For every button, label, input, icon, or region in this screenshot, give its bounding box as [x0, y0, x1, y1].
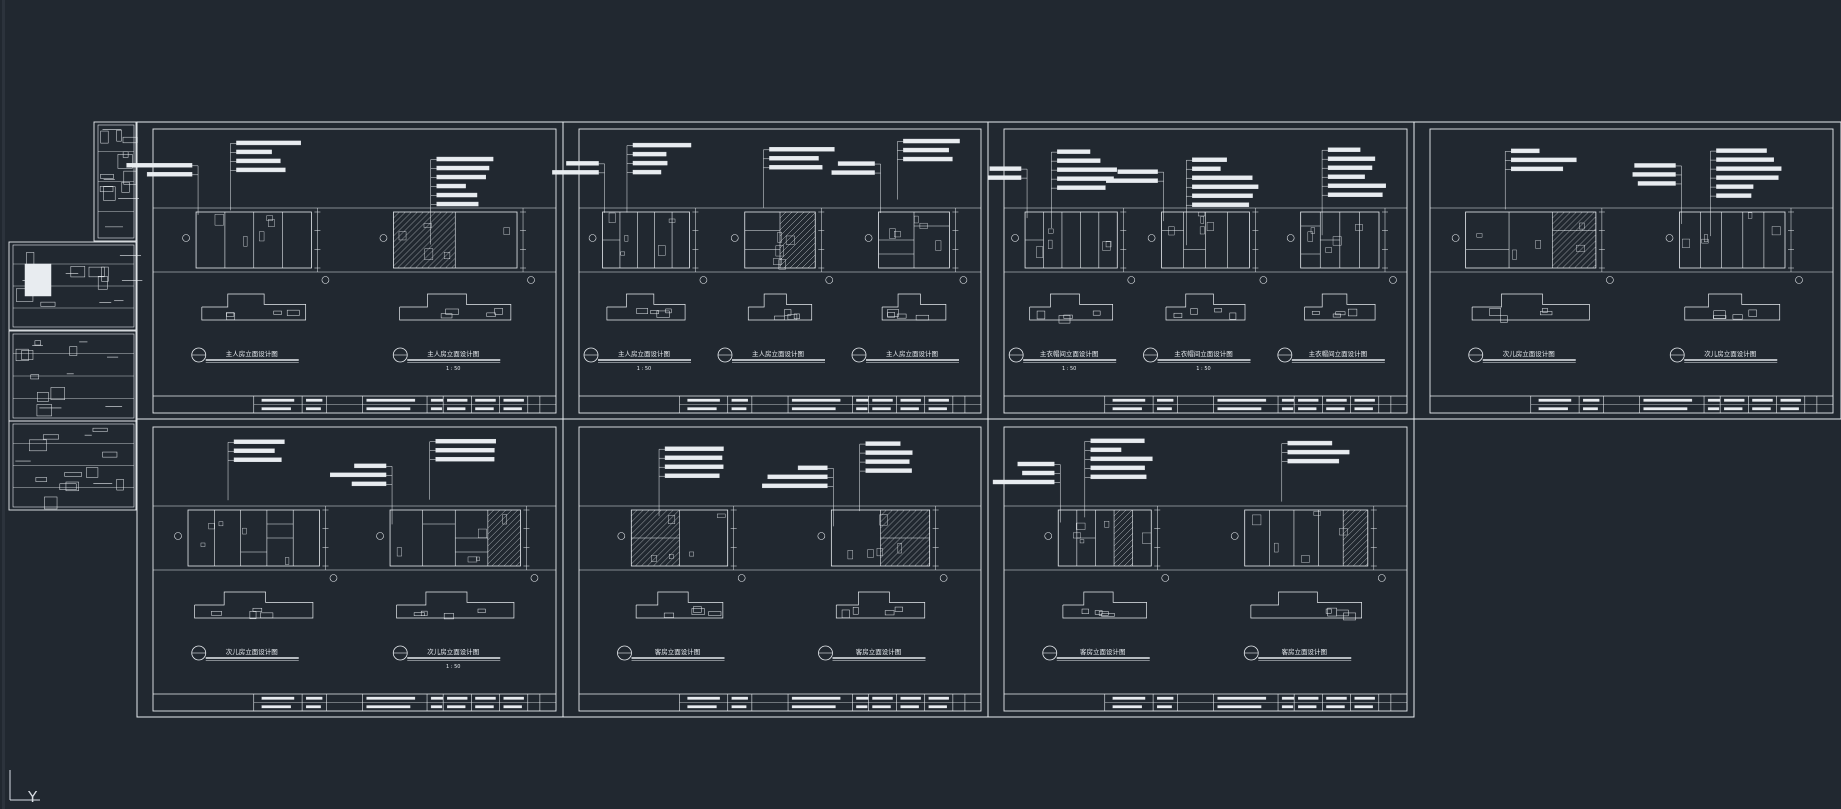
ucs-icon [9, 770, 40, 801]
grid-bubble-icon [1665, 234, 1674, 242]
drawing-sheet: 主衣帽间立面设计图 1 : 50 主衣帽间立面设计图 1 : 50 主衣帽间立面设计图 [987, 121, 1415, 420]
grid-bubble-icon [1259, 276, 1268, 284]
grid-bubble-icon [379, 234, 388, 242]
thumbnail-sheet [93, 121, 139, 242]
grid-bubble-icon [376, 532, 384, 540]
thumbnail-sheet [8, 241, 143, 331]
view-title-label: 主人房立面设计图 [427, 349, 479, 358]
thumbnail-sheets [8, 121, 143, 511]
grid-bubble-icon [939, 574, 948, 582]
ucs-axis-label: Y [28, 788, 38, 806]
drawing-sheets: 主人房立面设计图主人房立面设计图1 : 50主人房立面设计图1 : 50主人房立… [126, 121, 1841, 718]
thumbnail-sheet [8, 330, 137, 422]
grid-bubble-icon [825, 276, 834, 284]
view-title-label: 次儿房立面设计图 [1503, 349, 1555, 358]
grid-bubble-icon [182, 234, 190, 242]
grid-bubble-icon [1795, 276, 1803, 284]
drawing-sheet: 客房立面设计图 客房立面设计图 [562, 418, 989, 718]
grid-bubble-icon [959, 276, 968, 284]
view-scale-label: 1 : 50 [1062, 366, 1076, 372]
grid-bubble-icon [1286, 234, 1295, 242]
view-title-label: 主人房立面设计图 [886, 349, 938, 358]
grid-bubble-icon [864, 234, 873, 242]
drawing-sheet: 主人房立面设计图 1 : 50 主人房立面设计图 主人房立面设计图 [552, 121, 989, 420]
grid-bubble-icon [1011, 234, 1019, 242]
grid-bubble-icon [174, 532, 182, 540]
view-title-label: 主人房立面设计图 [618, 349, 670, 358]
viewport-left-edge [2, 0, 5, 809]
grid-bubble-icon [730, 234, 739, 242]
view-title-label: 次儿房立面设计图 [226, 647, 278, 656]
drawing-sheet: 客房立面设计图 客房立面设计图 [987, 418, 1415, 718]
grid-bubble-icon [1127, 276, 1136, 284]
view-scale-label: 1 : 50 [637, 366, 651, 372]
grid-bubble-icon [1161, 574, 1170, 582]
view-scale-label: 1 : 50 [446, 664, 460, 670]
drawing-sheet: 主人房立面设计图 主人房立面设计图 1 : 50 [126, 121, 564, 420]
view-title-label: 次儿房立面设计图 [427, 647, 479, 656]
grid-bubble-icon [1389, 276, 1397, 284]
grid-bubble-icon [1147, 234, 1156, 242]
grid-bubble-icon [527, 276, 535, 284]
grid-bubble-icon [329, 574, 338, 582]
view-scale-label: 1 : 50 [446, 366, 460, 372]
view-title-label: 主衣帽间立面设计图 [1309, 349, 1368, 358]
grid-bubble-icon [1044, 532, 1053, 540]
view-title-label: 次儿房立面设计图 [1704, 349, 1756, 358]
grid-bubble-icon [737, 574, 746, 582]
view-title-label: 主衣帽间立面设计图 [1174, 349, 1233, 358]
view-title-label: 主衣帽间立面设计图 [1040, 349, 1099, 358]
drawing-sheet: 次儿房立面设计图 次儿房立面设计图 [1413, 121, 1841, 420]
view-title-label: 客房立面设计图 [655, 647, 701, 656]
grid-bubble-icon [588, 234, 597, 242]
view-title-label: 客房立面设计图 [1080, 647, 1126, 656]
thumbnail-sheet [8, 420, 137, 511]
grid-bubble-icon [617, 532, 626, 540]
grid-bubble-icon [530, 574, 539, 582]
grid-bubble-icon [1451, 234, 1460, 242]
view-title-label: 客房立面设计图 [856, 647, 902, 656]
view-title-label: 主人房立面设计图 [226, 349, 278, 358]
grid-bubble-icon [1230, 532, 1239, 540]
drawing-sheet: 次儿房立面设计图 次儿房立面设计图 1 : 50 [136, 418, 564, 718]
grid-bubble-icon [321, 276, 330, 284]
view-title-label: 主人房立面设计图 [752, 349, 804, 358]
view-title-label: 客房立面设计图 [1282, 647, 1328, 656]
grid-bubble-icon [1606, 276, 1614, 284]
grid-bubble-icon [699, 276, 708, 284]
grid-bubble-icon [1377, 574, 1386, 582]
view-scale-label: 1 : 50 [1196, 366, 1210, 372]
grid-bubble-icon [817, 532, 826, 540]
